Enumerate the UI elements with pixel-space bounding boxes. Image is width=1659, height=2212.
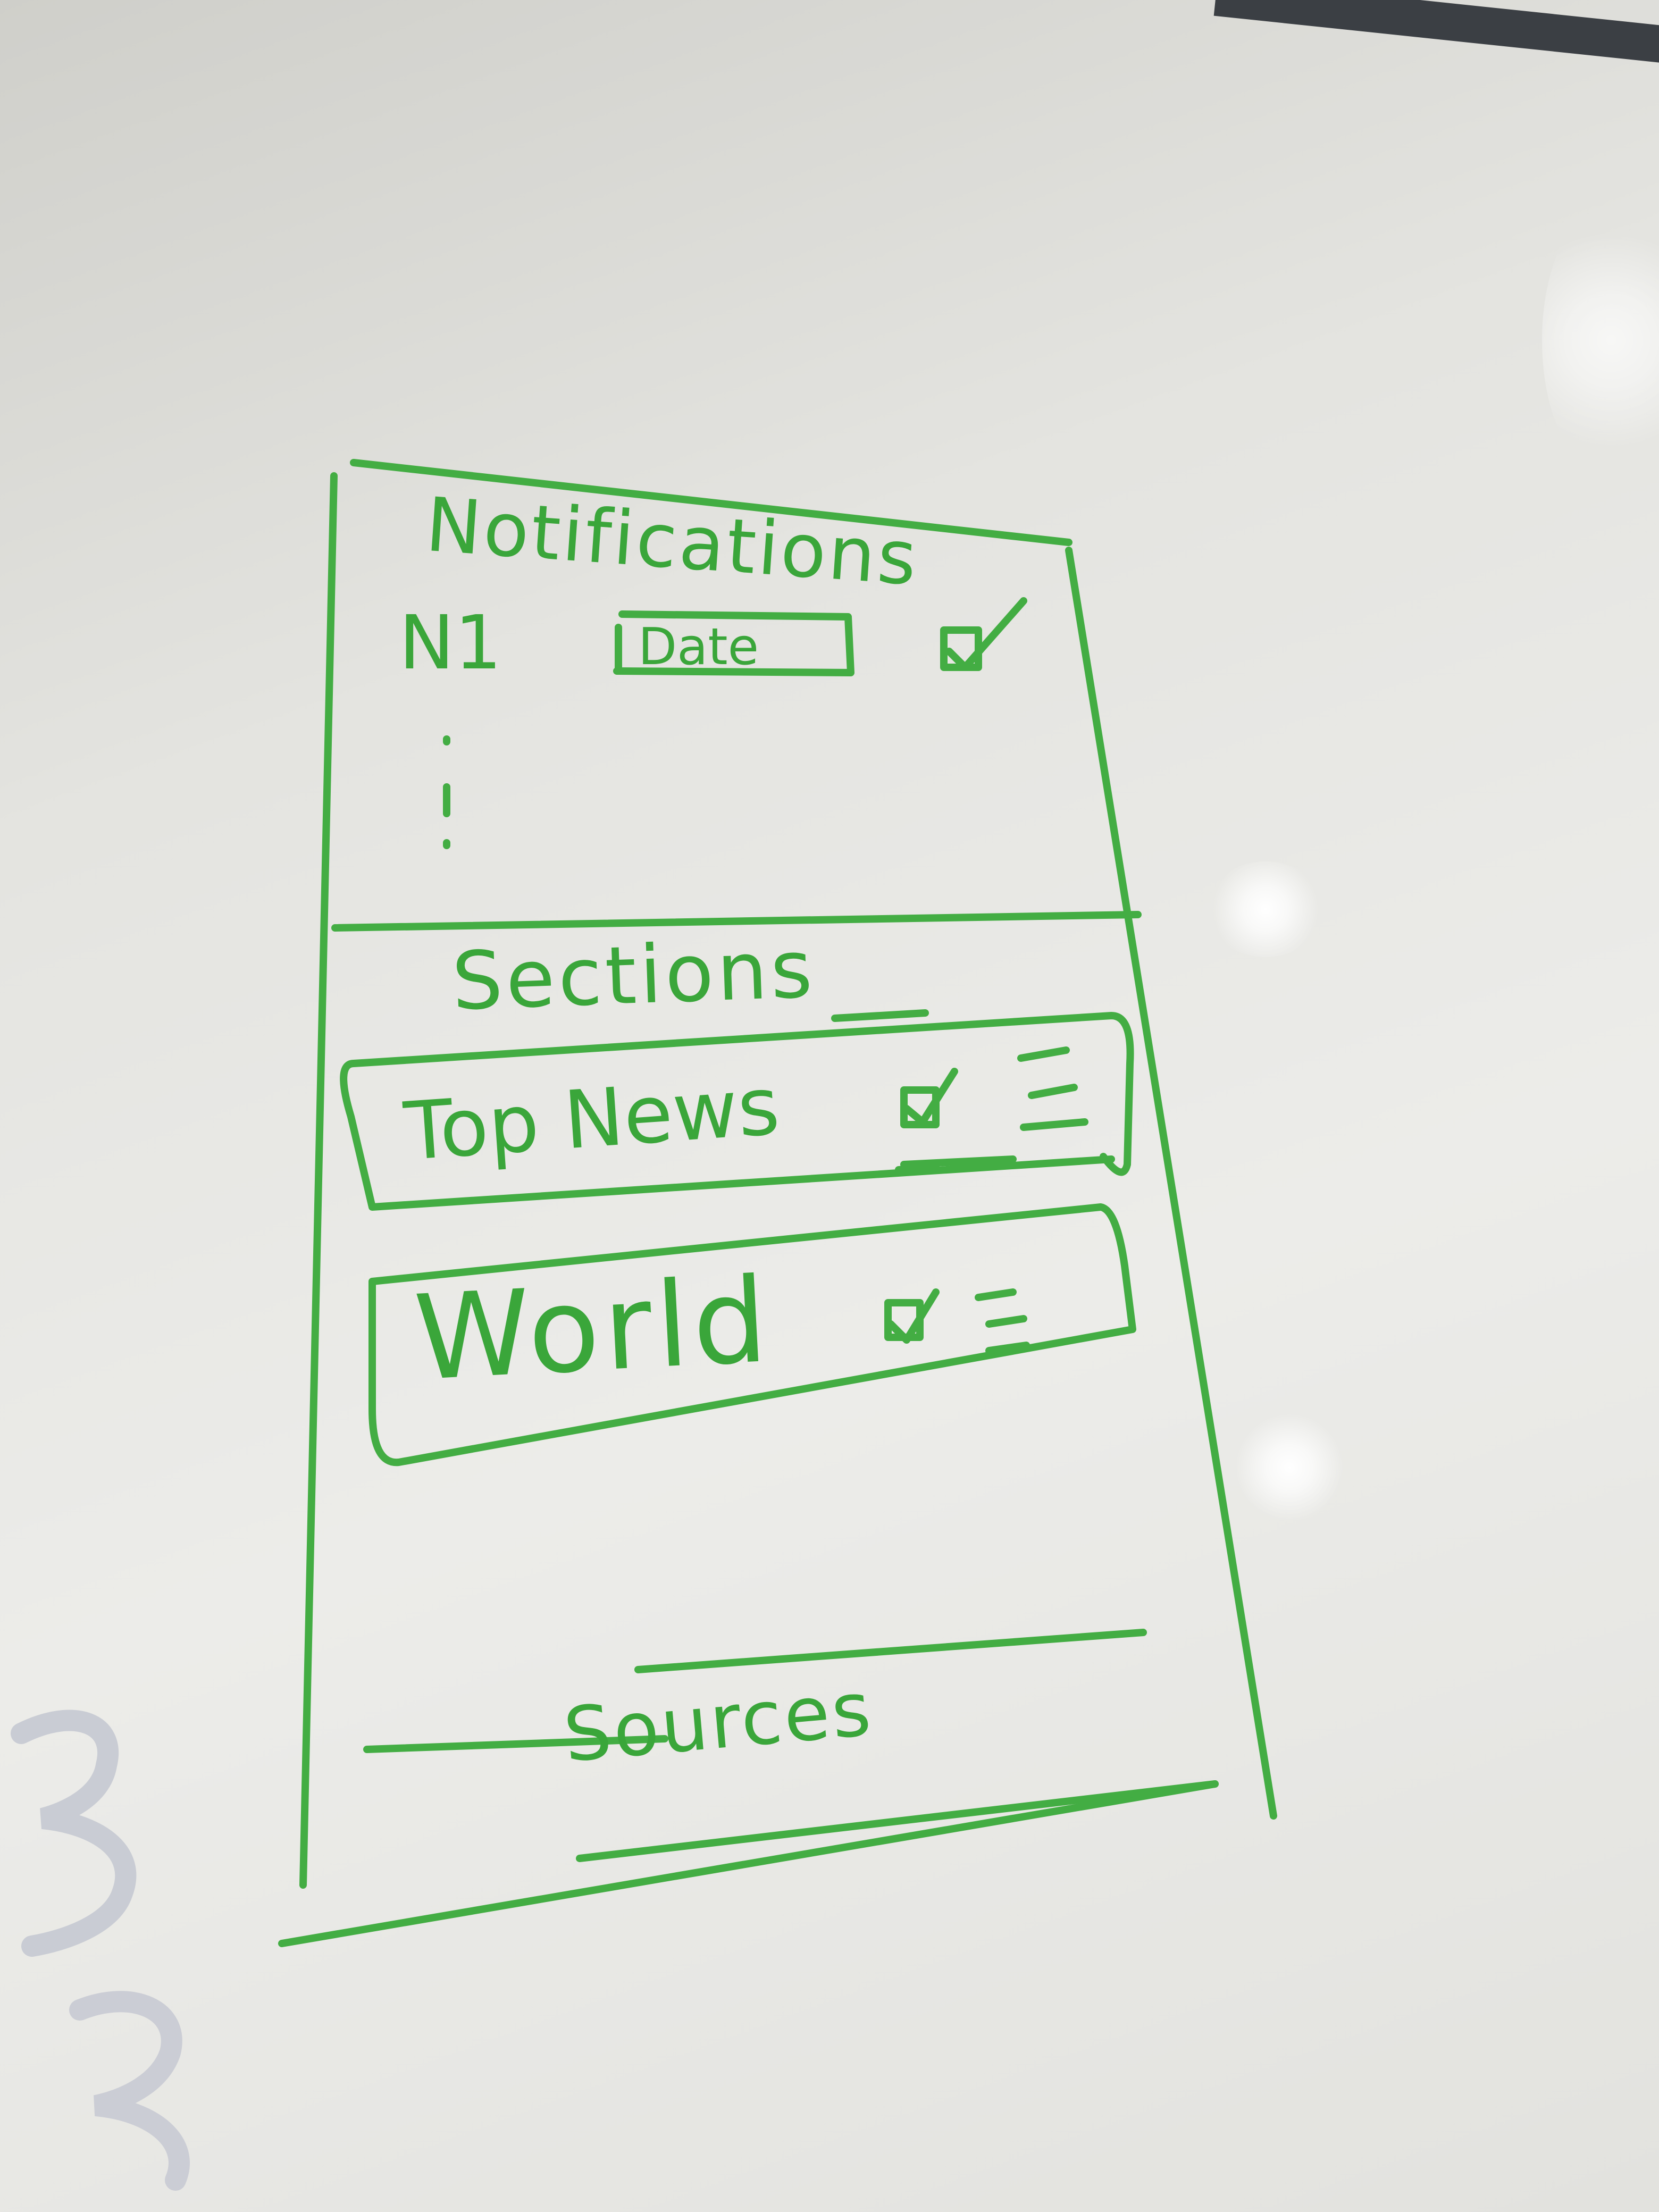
sections-title-underline (831, 1009, 929, 1022)
erased-marker-ghost (11, 1710, 190, 2191)
divider-sources-top (363, 1735, 668, 1753)
section-card-world (368, 1203, 1136, 1467)
phone-outline-top (350, 459, 1073, 546)
top-news-mark (895, 1155, 1017, 1174)
divider-notifications-sections (331, 911, 1142, 932)
top-news-drag-handle (1017, 1046, 1088, 1131)
date-field-outline (613, 610, 854, 676)
phone-outline-right (1065, 547, 1277, 1820)
date-field[interactable]: Date (638, 618, 759, 676)
world-checkbox-check (887, 1288, 940, 1344)
light-glare (1234, 1414, 1345, 1521)
phone-outline-bottom (278, 1780, 1219, 1947)
light-glare (1207, 861, 1324, 957)
divider-sources-bottom (576, 1780, 1219, 1862)
divider-sections-sources (634, 1629, 1147, 1673)
section-label-top-news[interactable]: Top News (401, 1060, 783, 1179)
notification-checkbox-check (945, 597, 1027, 671)
light-glare (1542, 202, 1659, 479)
notification-item-label: N1 (399, 600, 502, 686)
phone-outline-left (299, 472, 338, 1889)
section-label-world[interactable]: World (411, 1252, 775, 1407)
top-news-checkbox-check (903, 1068, 958, 1126)
world-drag-handle (975, 1288, 1030, 1354)
sections-title: Sections (450, 923, 817, 1028)
section-card-top-news (340, 1012, 1134, 1211)
